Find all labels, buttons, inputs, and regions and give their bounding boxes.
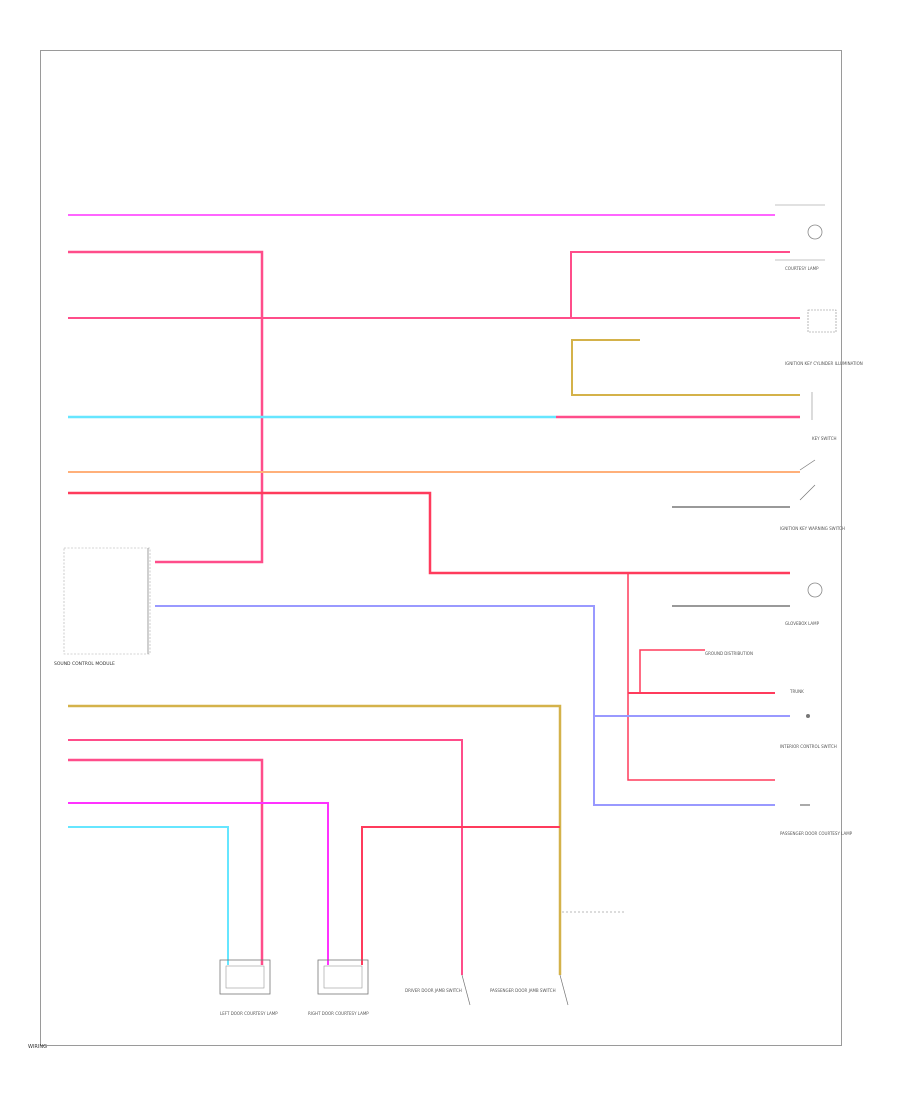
label-courtesy-lamp: COURTESY LAMP bbox=[785, 266, 819, 271]
passenger-switch-symbol bbox=[559, 974, 569, 1006]
diagram-frame bbox=[40, 50, 842, 1046]
label-ignition-key-warning: IGNITION KEY WARNING SWITCH bbox=[780, 526, 845, 531]
label-ground-note: GROUND DISTRIBUTION bbox=[705, 651, 753, 656]
label-glovebox-lamp: GLOVEBOX LAMP bbox=[785, 621, 820, 626]
label-ignition-key-cylinder: IGNITION KEY CYLINDER ILLUMINATION bbox=[785, 361, 863, 366]
wire-pnk-2 bbox=[68, 250, 264, 564]
label-passenger-door-courtesy: PASSENGER DOOR COURTESY LAMP bbox=[780, 831, 853, 836]
right-door-lamp-symbol bbox=[317, 959, 369, 995]
wire-red-feed bbox=[361, 826, 560, 965]
wire-red-ilum bbox=[639, 649, 705, 693]
label-interior-control: INTERIOR CONTROL SWITCH bbox=[780, 744, 837, 749]
warning-switch-symbol bbox=[799, 459, 816, 501]
label-right-door-lamp: RIGHT DOOR COURTESY LAMP bbox=[308, 1011, 369, 1016]
wire-pnk-bottom-2 bbox=[68, 739, 463, 975]
wire-tan-loop bbox=[571, 339, 800, 396]
wire-tan-bottom bbox=[68, 704, 562, 975]
left-door-lamp-symbol bbox=[219, 959, 271, 995]
wire-ppl-bottom-4 bbox=[68, 802, 329, 965]
footer-label: WIRING bbox=[28, 1044, 47, 1050]
label-trunk: TRUNK bbox=[789, 689, 804, 694]
wire-pnk-courtesy bbox=[570, 251, 790, 318]
trunk-connector-symbol bbox=[800, 714, 810, 806]
glovebox-lamp-symbol bbox=[807, 582, 823, 598]
wire-pnk-bottom-3 bbox=[68, 758, 264, 965]
courtesy-lamp-symbol bbox=[775, 204, 825, 261]
module-box bbox=[63, 547, 151, 655]
label-driver-door-switch: DRIVER DOOR JAMB SWITCH bbox=[405, 988, 462, 993]
wire-red-drop bbox=[627, 573, 775, 781]
wire-vio-module bbox=[155, 605, 775, 806]
driver-switch-symbol bbox=[461, 974, 471, 1006]
label-key-switch: KEY SWITCH bbox=[812, 436, 837, 441]
label-module: SOUND CONTROL MODULE bbox=[54, 661, 115, 667]
wire-red-6 bbox=[68, 491, 790, 575]
label-passenger-door-switch: PASSENGER DOOR JAMB SWITCH bbox=[490, 988, 556, 993]
label-left-door-lamp: LEFT DOOR COURTESY LAMP bbox=[220, 1011, 278, 1016]
wire-ltblu-bottom-5 bbox=[68, 826, 229, 965]
ignition-illum-symbol bbox=[807, 309, 837, 333]
